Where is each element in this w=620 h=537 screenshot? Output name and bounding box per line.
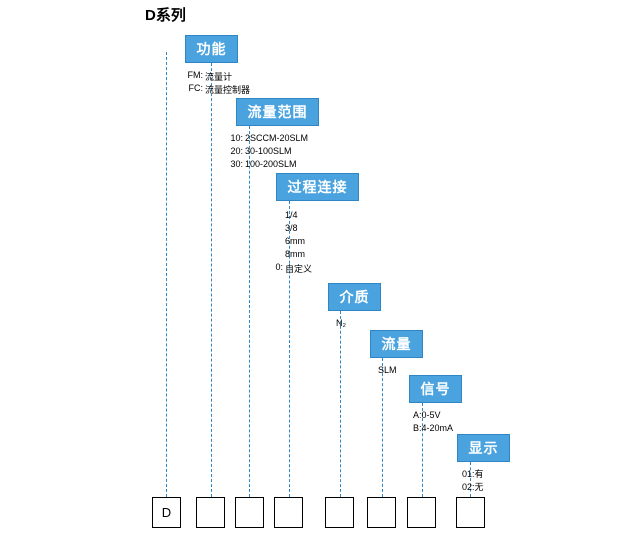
option-text: B:4-20mA xyxy=(413,423,454,433)
option-text: 01:有 xyxy=(462,469,484,479)
code-slot[interactable] xyxy=(456,497,485,528)
node-box[interactable]: 显示 xyxy=(457,434,510,462)
option-text: 1/4 xyxy=(285,210,298,220)
code-slot[interactable] xyxy=(325,497,354,528)
code-slot[interactable] xyxy=(274,497,303,528)
connector-line xyxy=(249,126,250,497)
connector-line xyxy=(289,201,290,497)
option-text: 100-200SLM xyxy=(245,159,297,169)
option-text: 02:无 xyxy=(462,482,484,492)
page-title: D系列 xyxy=(145,7,186,24)
option-text: 流量计 xyxy=(205,72,233,82)
code-slot[interactable]: D xyxy=(152,497,181,528)
option-text: 8mm xyxy=(285,249,305,259)
node-box[interactable]: 功能 xyxy=(185,35,238,63)
node-box[interactable]: 介质 xyxy=(328,283,381,311)
code-slot[interactable] xyxy=(196,497,225,528)
option-code: 0: xyxy=(275,262,283,272)
connector-line xyxy=(382,358,383,497)
option-text: 流量控制器 xyxy=(205,85,251,95)
node-box[interactable]: 流量 xyxy=(370,330,423,358)
connector-line xyxy=(340,311,341,497)
option-text: 自定义 xyxy=(285,264,313,274)
option-code: FC: xyxy=(188,83,204,93)
node-box[interactable]: 信号 xyxy=(409,375,462,403)
code-slot[interactable] xyxy=(407,497,436,528)
option-code: 10: xyxy=(230,133,243,143)
option-code: 30: xyxy=(230,159,243,169)
connector-line xyxy=(211,63,212,497)
connector-line xyxy=(470,462,471,497)
option-text: 30-100SLM xyxy=(245,146,292,156)
option-text: 2SCCM-20SLM xyxy=(245,133,309,143)
option-text: 3/8 xyxy=(285,223,298,233)
option-text: A:0-5V xyxy=(413,410,441,420)
option-text: N₂ xyxy=(336,318,346,328)
option-code: 20: xyxy=(230,146,243,156)
code-slot[interactable] xyxy=(235,497,264,528)
code-slot[interactable] xyxy=(367,497,396,528)
option-text: 6mm xyxy=(285,236,305,246)
node-box[interactable]: 过程连接 xyxy=(276,173,359,201)
node-box[interactable]: 流量范围 xyxy=(236,98,319,126)
connector-line xyxy=(166,52,167,497)
option-code: FM: xyxy=(187,70,204,80)
option-text: SLM xyxy=(378,365,397,375)
connector-line xyxy=(422,403,423,497)
